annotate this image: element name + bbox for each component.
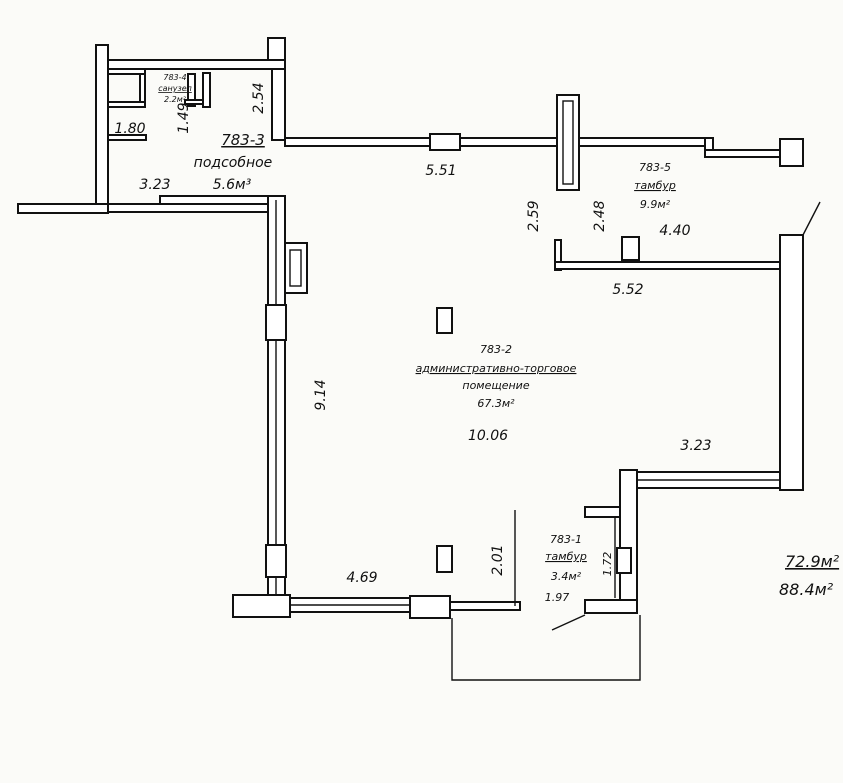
room-area: 5.6м³ [213,177,252,193]
dimension: 1.97 [545,591,570,604]
column [621,236,640,261]
dimension: 2.54 [251,82,267,113]
dimension: 2.59 [526,200,542,231]
room-area: 9.9м² [640,198,671,211]
dimension: 1.80 [114,121,145,137]
column [429,133,461,151]
utility-top-wall [107,59,286,70]
column [779,138,804,167]
utility-right-wall [271,68,286,141]
column [616,547,632,574]
room-name-2: помещение [462,379,529,392]
outer-wall-left-stub [17,203,109,214]
column [267,37,286,63]
total-area-2: 88.4м² [779,580,834,599]
column [436,307,453,334]
room-id: 783-4 [163,73,186,82]
room-name: тамбур [545,550,587,563]
outer-wall-left [95,44,109,214]
labels: 783-4 санузел 2.2м² 783-3 подсобное 5.6м… [114,73,839,604]
bottom-wall [449,601,521,611]
post-inner [562,100,574,185]
room-id: 783-2 [480,343,512,356]
dimension: 10.06 [468,428,508,444]
dimension: 4.69 [346,570,377,586]
room-id: 783-5 [639,161,671,174]
dimension: 3.23 [139,177,170,193]
walls [17,37,821,681]
wc-partition [187,73,196,107]
wc-partition [202,72,211,108]
room-area: 67.3м² [477,397,515,410]
dimension: 1.72 [601,552,614,577]
vestibule-wall [619,469,638,611]
room-id: 783-1 [550,533,582,546]
column [436,545,453,573]
column [265,544,287,578]
dimension: 2.48 [592,200,608,231]
dimension: 5.52 [612,282,643,298]
utility-bottom-wall [107,203,271,213]
vestibule-stub [584,599,638,614]
dimension: 3.23 [680,438,711,454]
dimension: 5.51 [425,163,456,179]
room-id: 783-3 [221,131,265,149]
dimension: 2.01 [490,544,506,575]
column [409,595,451,619]
dimension: 4.40 [659,223,690,239]
wc-wall [107,68,146,75]
dimension: 9.14 [313,379,329,410]
top-wall [284,137,706,147]
room-name: подсобное [194,155,273,171]
dimension: 1.49 [176,102,192,133]
room-name: тамбур [634,179,676,192]
utility-partition [107,134,147,141]
total-area-1: 72.9м² [785,552,840,571]
room-area: 2.2м² [164,95,187,104]
room-area: 3.4м² [551,570,582,583]
wc-wall [107,101,146,108]
room-name: санузел [158,84,192,93]
utility-inner-wall [159,195,276,205]
right-wall [779,234,804,491]
post [556,94,580,191]
partition [554,261,781,270]
column [265,304,287,341]
vestibule-stub [584,506,621,518]
room-name: административно-торговое [416,362,577,375]
top-wall-right [704,149,786,158]
wc-wall [139,73,146,103]
column [232,594,291,618]
